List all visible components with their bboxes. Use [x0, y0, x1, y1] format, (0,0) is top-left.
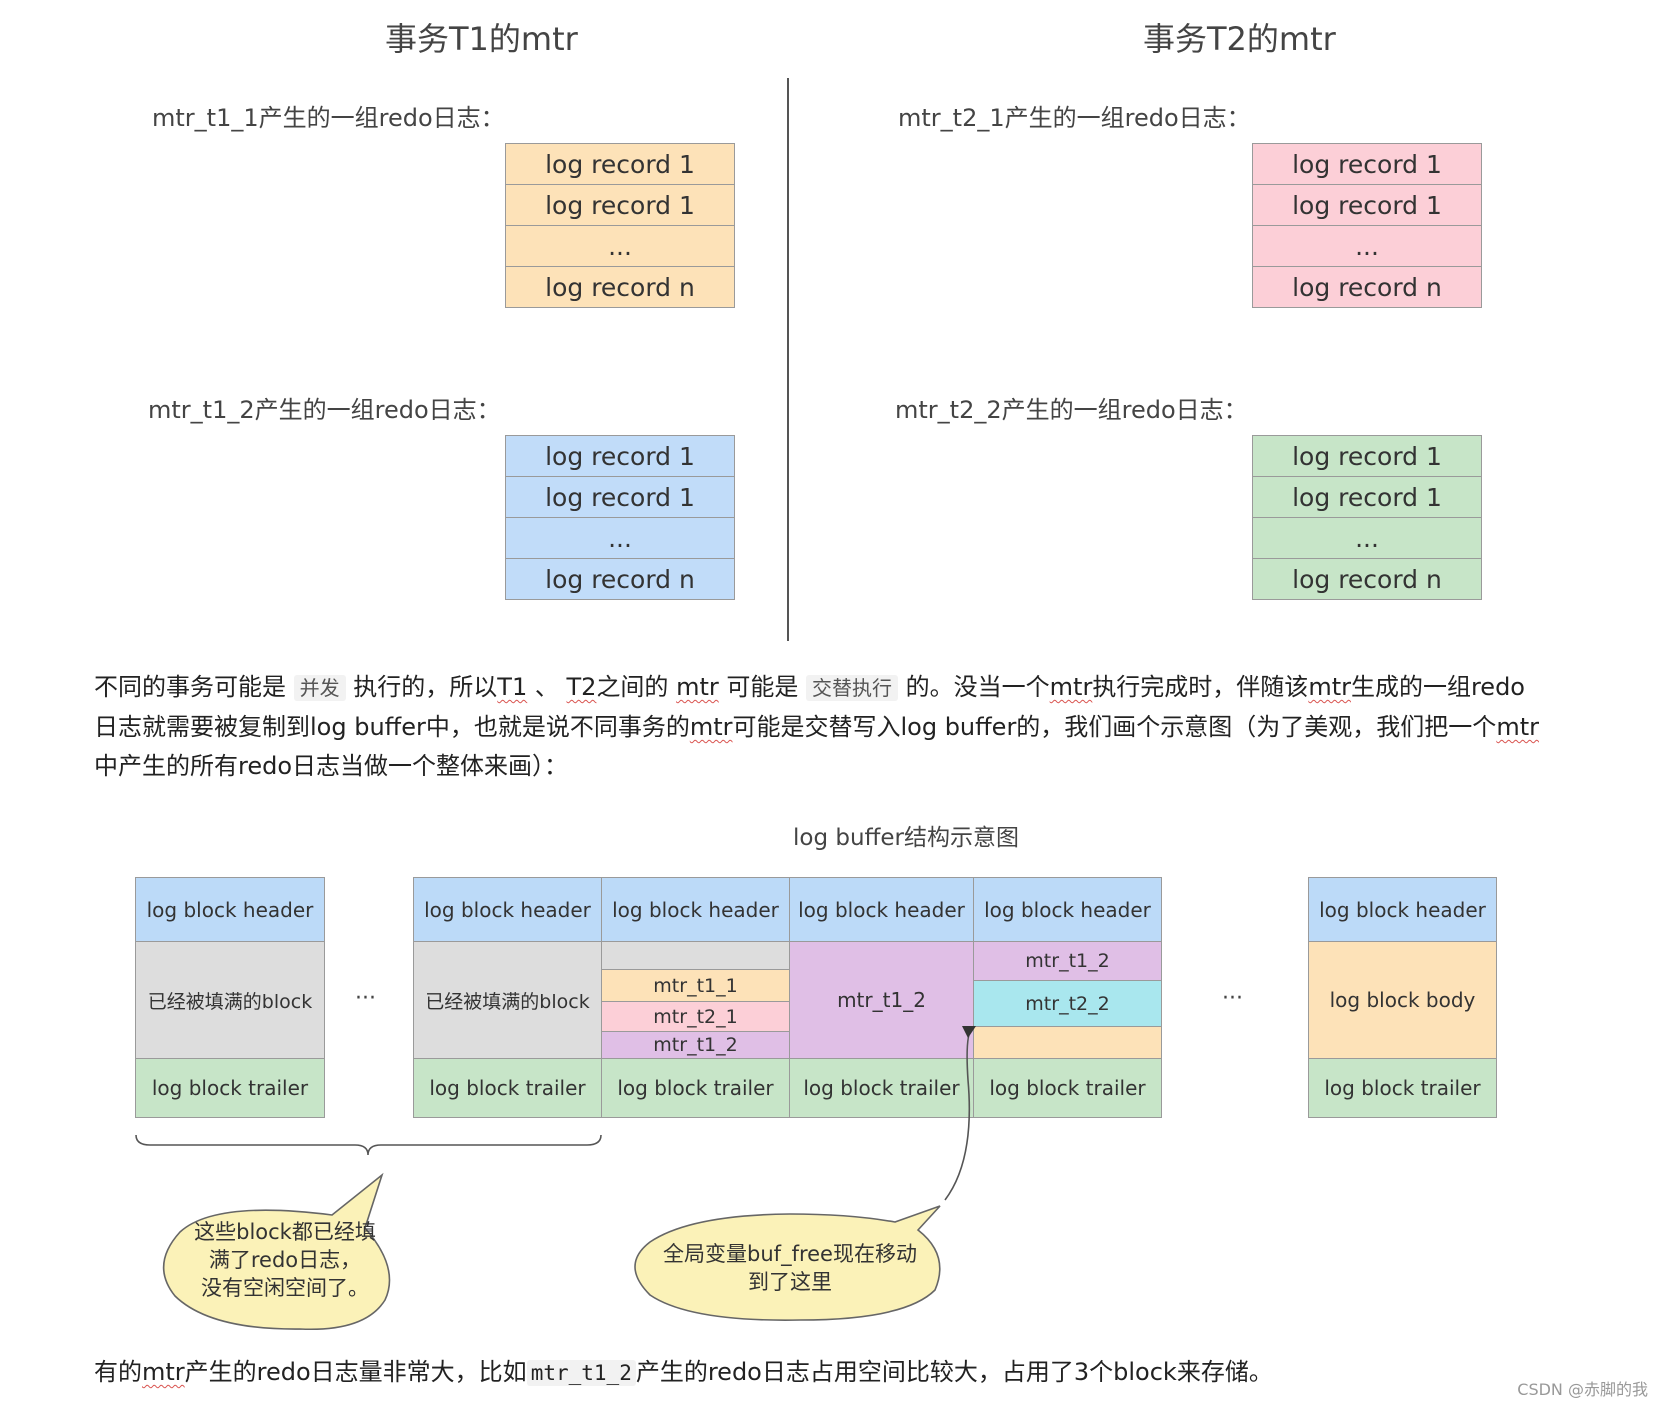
- bubble-left-text: 这些block都已经填 满了redo日志， 没有空闲空间了。: [194, 1220, 376, 1300]
- block-header: log block header: [413, 877, 602, 942]
- log-record: log record 1: [1252, 435, 1482, 477]
- filled-block-body: 已经被填满的block: [135, 941, 325, 1059]
- inline-code: 并发: [293, 675, 346, 701]
- t1-title: 事务T1的mtr: [385, 20, 578, 58]
- paragraph-line: 日志就需要被复制到log buffer中，也就是说不同事务的mtr可能是交替写入…: [94, 713, 1539, 741]
- group-label-t1-1: mtr_t1_1产生的一组redo日志：: [152, 104, 505, 132]
- ellipsis: ···: [1222, 986, 1243, 1011]
- bubble-right-text: 全局变量buf_free现在移动 到了这里: [663, 1242, 917, 1294]
- mtr-segment-t1-2: mtr_t1_2: [789, 941, 974, 1059]
- block-trailer: log block trailer: [135, 1058, 325, 1118]
- log-record: log record 1: [1252, 184, 1482, 226]
- log-record: log record n: [505, 558, 735, 600]
- paragraph-line: 不同的事务可能是 并发 执行的，所以T1 、 T2之间的 mtr 可能是 交替执…: [94, 673, 1525, 701]
- group-label-t2-1: mtr_t2_1产生的一组redo日志：: [898, 104, 1251, 132]
- log-record: log record n: [1252, 558, 1482, 600]
- block-trailer: log block trailer: [413, 1058, 602, 1118]
- ellipsis: ···: [355, 986, 376, 1011]
- record-stack-t2-2: log record 1 log record 1 ... log record…: [1252, 435, 1482, 600]
- record-stack-t2-1: log record 1 log record 1 ... log record…: [1252, 143, 1482, 308]
- block-header: log block header: [1308, 877, 1497, 942]
- speech-bubble-right: [634, 1205, 941, 1321]
- block-trailer: log block trailer: [789, 1058, 974, 1118]
- log-record: log record 1: [505, 476, 735, 518]
- log-record: log record 1: [505, 184, 735, 226]
- record-stack-t1-2: log record 1 log record 1 ... log record…: [505, 435, 735, 600]
- log-record: log record n: [505, 266, 735, 308]
- log-record: log record 1: [505, 435, 735, 477]
- block-header: log block header: [135, 877, 325, 942]
- divider-line: [787, 78, 789, 641]
- block-trailer: log block trailer: [1308, 1058, 1497, 1118]
- arrowhead: [962, 1026, 976, 1038]
- log-record: log record n: [1252, 266, 1482, 308]
- log-record-ellipsis: ...: [505, 225, 735, 267]
- mtr-segment-t2-1: mtr_t2_1: [601, 1001, 790, 1032]
- log-record: log record 1: [1252, 476, 1482, 518]
- paragraph-line: 中产生的所有redo日志当做一个整体来画）：: [94, 752, 569, 780]
- paragraph-intro: 不同的事务可能是 并发 执行的，所以T1 、 T2之间的 mtr 可能是 交替执…: [94, 668, 1574, 786]
- speech-bubble-left: [162, 1172, 391, 1331]
- mtr-segment-t2-2: mtr_t2_2: [973, 980, 1162, 1027]
- mtr-segment-t1-1: mtr_t1_1: [601, 969, 790, 1002]
- record-stack-t1-1: log record 1 log record 1 ... log record…: [505, 143, 735, 308]
- log-record: log record 1: [1252, 143, 1482, 185]
- block-header: log block header: [973, 877, 1162, 942]
- t2-title: 事务T2的mtr: [1143, 20, 1336, 58]
- buf-free-arrow: [944, 1027, 973, 1201]
- group-label-t1-2: mtr_t1_2产生的一组redo日志：: [148, 396, 501, 424]
- block-trailer: log block trailer: [601, 1058, 790, 1118]
- filled-block-body: 已经被填满的block: [413, 941, 602, 1059]
- curly-brace: [135, 1134, 602, 1156]
- free-space: [973, 1026, 1162, 1059]
- inline-code: 交替执行: [806, 675, 899, 701]
- log-block-body: log block body: [1308, 941, 1497, 1059]
- group-label-t2-2: mtr_t2_2产生的一组redo日志：: [895, 396, 1248, 424]
- block-trailer: log block trailer: [973, 1058, 1162, 1118]
- log-record-ellipsis: ...: [1252, 517, 1482, 559]
- watermark: CSDN @赤脚的我: [1517, 1380, 1648, 1399]
- mtr-segment-t1-2: mtr_t1_2: [973, 941, 1162, 981]
- log-record-ellipsis: ...: [505, 517, 735, 559]
- log-buffer-title: log buffer结构示意图: [793, 825, 1020, 851]
- block-header: log block header: [789, 877, 974, 942]
- log-record: log record 1: [505, 143, 735, 185]
- inline-code: mtr_t1_2: [526, 1360, 636, 1386]
